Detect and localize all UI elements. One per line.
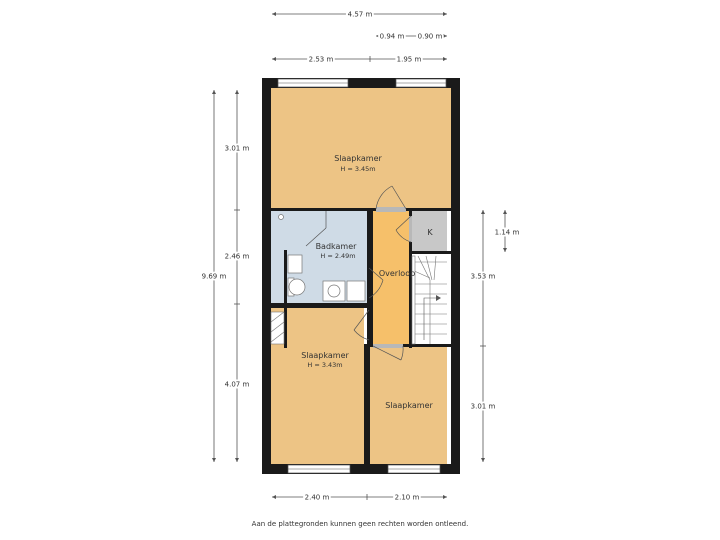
- dim-top-small-left: 0.94 m: [380, 33, 405, 41]
- bathroom-fixtures: [278, 211, 366, 302]
- label-badkamer: Badkamer: [316, 242, 358, 251]
- cupboard-hatch: [270, 311, 285, 345]
- door-gap-top: [376, 207, 406, 212]
- room-overloop: [373, 211, 409, 344]
- dim-left-total: 9.69 m: [200, 90, 228, 462]
- room-kast: [412, 211, 447, 251]
- dim-top-parts: 2.53 m 1.95 m: [272, 54, 447, 66]
- dim-right-middle: 3.53 m: [471, 273, 496, 281]
- dim-left-middle: 2.46 m: [225, 253, 250, 261]
- dim-right-small: 1.14 m: [493, 210, 521, 252]
- dim-top-right: 1.95 m: [397, 56, 422, 64]
- room-slaapkamer-top: [271, 88, 451, 208]
- height-slaapkamer-top: H = 3.45m: [340, 165, 375, 173]
- height-slaapkamer-bottom-left: H = 3.43m: [307, 361, 342, 369]
- dim-bottom-right: 2.10 m: [395, 494, 420, 502]
- room-stairs: [412, 254, 447, 344]
- window-top-right: [395, 78, 447, 88]
- height-badkamer: H = 2.49m: [320, 252, 355, 260]
- window-bottom-right: [387, 464, 441, 474]
- dim-top-left: 2.53 m: [309, 56, 334, 64]
- dim-left-bottom: 4.07 m: [225, 381, 250, 389]
- label-slaapkamer-bottom-right: Slaapkamer: [385, 401, 433, 410]
- dim-bottom-left: 2.40 m: [305, 494, 330, 502]
- door-slaapkamer-bottom-right: [372, 345, 404, 361]
- door-kast: [395, 215, 412, 243]
- room-slaapkamer-bottom-right: [370, 347, 447, 464]
- staircase: [411, 255, 447, 344]
- disclaimer-text: Aan de plattegronden kunnen geen rechten…: [251, 520, 469, 528]
- window-top-left: [277, 78, 349, 88]
- interior-walls: [271, 208, 451, 464]
- label-slaapkamer-bottom-left: Slaapkamer: [301, 351, 349, 360]
- door-gap-bottom: [373, 344, 403, 348]
- window-bottom-left: [287, 464, 351, 474]
- svg-text:4.57 m: 4.57 m: [348, 11, 373, 19]
- dim-top-small: 0.94 m 0.90 m: [376, 31, 447, 43]
- door-badkamer: [368, 267, 384, 299]
- door-slaapkamer-bottom-left: [353, 309, 370, 341]
- dim-left-top: 3.01 m: [225, 145, 250, 153]
- outer-walls: [262, 78, 460, 474]
- svg-text:1.14 m: 1.14 m: [495, 229, 520, 237]
- door-gap-kast: [409, 216, 412, 242]
- dim-left-parts: 3.01 m 2.46 m 4.07 m: [223, 90, 251, 462]
- dim-bottom-parts: 2.40 m 2.10 m: [272, 492, 447, 504]
- dim-right-bottom: 3.01 m: [471, 403, 496, 411]
- stair-railing: [411, 255, 416, 345]
- label-slaapkamer-top: Slaapkamer: [334, 154, 382, 163]
- dim-top-total: 4.57 m: [272, 9, 447, 21]
- dim-top-small-right: 0.90 m: [418, 33, 443, 41]
- dim-right-parts: 3.53 m 3.01 m: [469, 210, 497, 462]
- svg-text:9.69 m: 9.69 m: [202, 273, 227, 281]
- label-overloop: Overloop: [379, 269, 415, 278]
- label-kast: K: [427, 228, 433, 237]
- door-slaapkamer-top: [375, 185, 407, 210]
